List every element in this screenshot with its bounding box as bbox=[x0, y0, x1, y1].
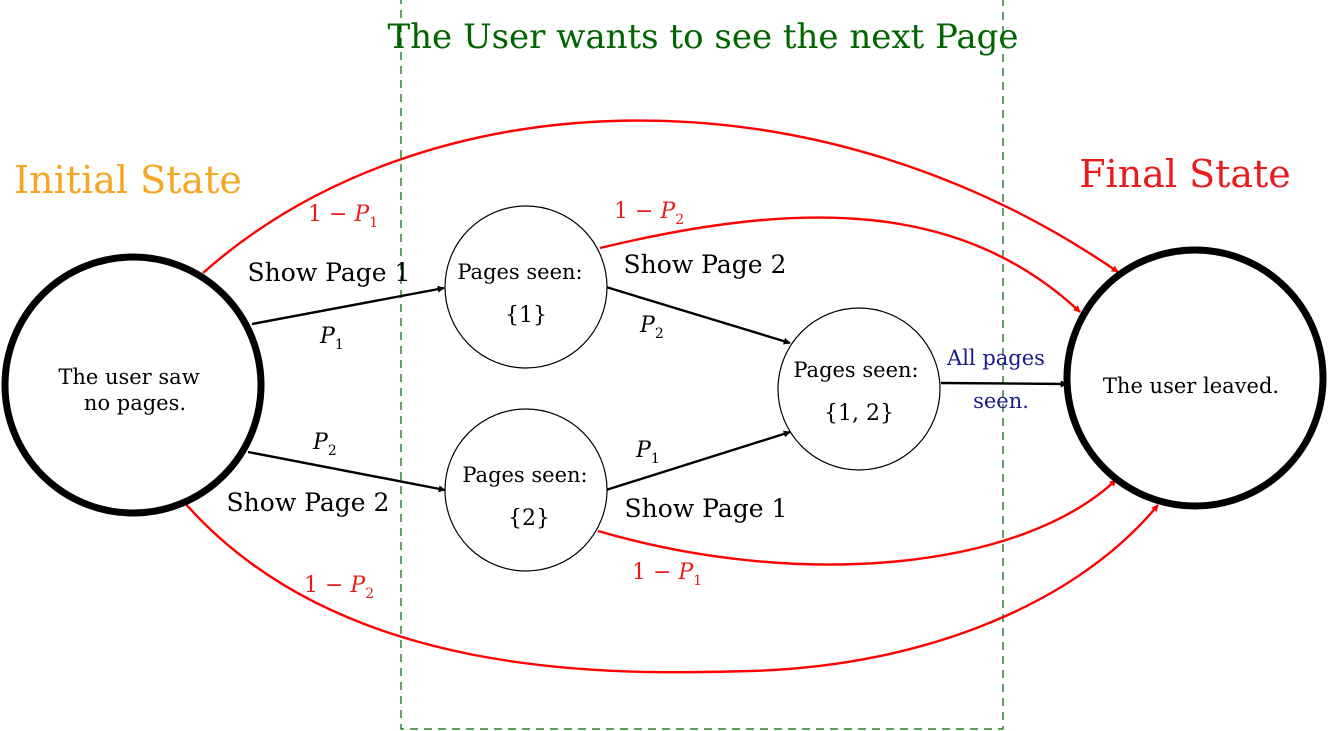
state-end bbox=[1063, 246, 1327, 510]
state-seen2-line1: Pages seen: bbox=[462, 463, 587, 487]
edge-start-to-end-bottom bbox=[183, 501, 1159, 674]
region-title: The User wants to see the next Page bbox=[387, 17, 1018, 57]
edge-seen2-to-seen12 bbox=[605, 430, 791, 492]
edge-start-to-seen2 bbox=[247, 450, 446, 493]
label-all-pages-line1: All pages bbox=[946, 346, 1045, 370]
label-seen2-seen12-action: Show Page 1 bbox=[625, 494, 788, 523]
initial-state-label: Initial State bbox=[14, 158, 242, 202]
state-seen1-line2: {1} bbox=[505, 303, 547, 328]
label-seen2-seen12-prob: P1 bbox=[635, 438, 660, 467]
label-start-seen2-prob: P2 bbox=[312, 430, 337, 459]
state-seen12-line1: Pages seen: bbox=[793, 358, 918, 382]
label-start-end-top-prob: 1 − P1 bbox=[308, 202, 378, 231]
state-seen1 bbox=[444, 205, 608, 369]
label-start-end-bottom-prob: 1 − P2 bbox=[304, 573, 374, 602]
edge-seen12-to-end bbox=[940, 380, 1068, 388]
label-start-seen1-prob: P1 bbox=[319, 324, 344, 353]
state-seen12-line2: {1, 2} bbox=[824, 401, 894, 426]
label-seen2-end-prob: 1 − P1 bbox=[632, 560, 702, 589]
state-seen1-line1: Pages seen: bbox=[457, 260, 582, 284]
state-seen12 bbox=[777, 307, 941, 471]
edge-seen2-to-end bbox=[597, 479, 1117, 566]
state-start-line1: The user saw bbox=[58, 365, 199, 389]
label-seen1-end-prob: 1 − P2 bbox=[614, 199, 684, 228]
label-seen1-seen12-prob: P2 bbox=[639, 313, 664, 342]
label-start-seen1-action: Show Page 1 bbox=[248, 258, 411, 287]
final-state-label: Final State bbox=[1079, 152, 1291, 196]
label-start-seen2-action: Show Page 2 bbox=[227, 488, 390, 517]
state-seen2 bbox=[444, 408, 608, 572]
state-end-label: The user leaved. bbox=[1103, 374, 1279, 398]
edge-start-to-end-top bbox=[202, 119, 1119, 274]
edge-start-to-seen1 bbox=[251, 285, 445, 326]
state-seen2-line2: {2} bbox=[508, 506, 550, 531]
edge-seen1-to-end bbox=[599, 216, 1081, 313]
next-page-region bbox=[400, 0, 1004, 730]
label-all-pages-line2: seen. bbox=[973, 389, 1029, 413]
state-start bbox=[1, 253, 265, 517]
label-seen1-seen12-action: Show Page 2 bbox=[624, 250, 787, 279]
state-start-line2: no pages. bbox=[84, 391, 186, 415]
edge-seen1-to-seen12 bbox=[605, 285, 791, 345]
